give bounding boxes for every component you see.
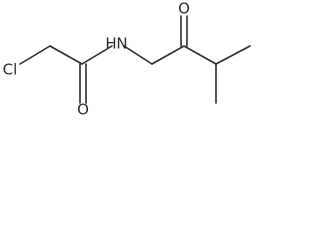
bond-ch2-ketone: [151, 45, 185, 65]
bond-ketone-ch: [183, 45, 217, 65]
chlorine-atom-label: Cl: [3, 61, 18, 79]
chemical-structure: Cl H N O O: [3, 0, 251, 119]
amide-hydrogen-label: H: [105, 35, 116, 53]
bond-ch2-carbonyl: [49, 45, 83, 65]
bond-n-ch2: [123, 45, 153, 65]
ketone-oxygen-label: O: [178, 0, 190, 18]
bond-ch-methyl-right: [215, 45, 251, 65]
amide-oxygen-label: O: [77, 101, 89, 119]
amide-nitrogen-label: N: [116, 35, 127, 53]
bond-carbonyl-n: [81, 45, 113, 65]
bond-cl-ch2: [19, 45, 51, 65]
